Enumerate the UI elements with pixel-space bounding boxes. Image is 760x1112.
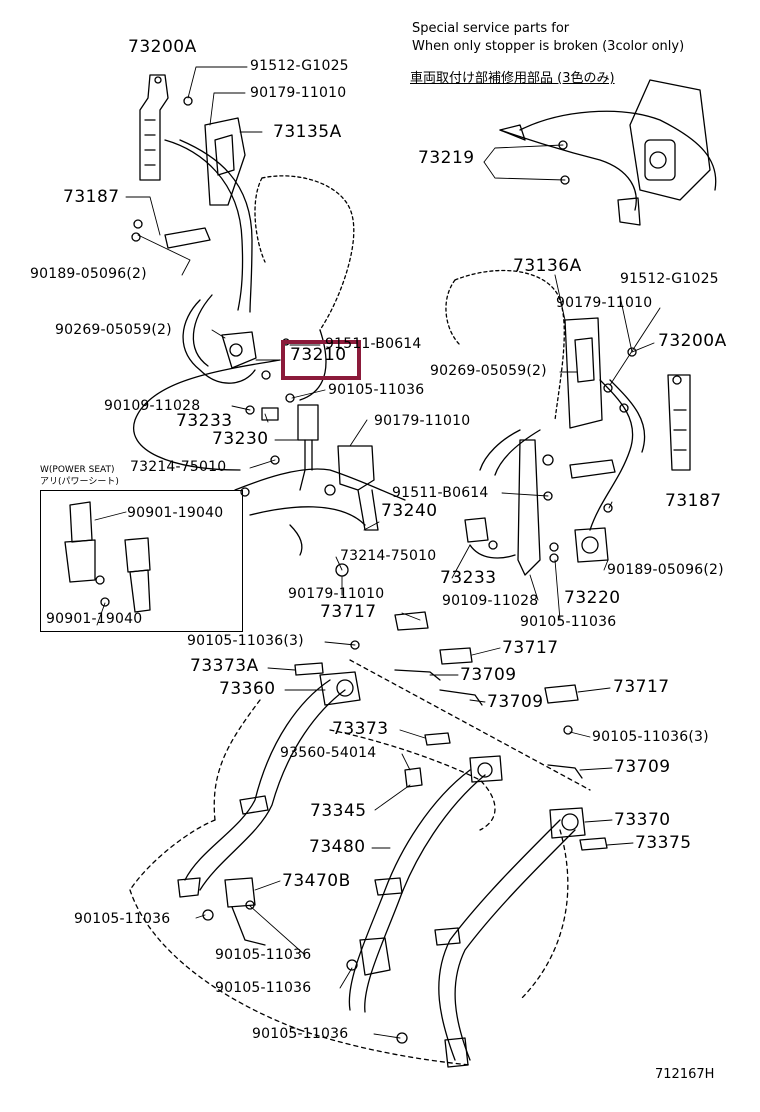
part-label-90269-left[interactable]: 90269-05059(2) [55, 322, 172, 338]
highlight-box [281, 340, 361, 380]
part-label-73200a-left[interactable]: 73200A [128, 37, 197, 57]
part-label-73214-center[interactable]: 73214-75010 [340, 548, 437, 564]
part-label-73375[interactable]: 73375 [635, 833, 692, 853]
part-label-90179-left-3[interactable]: 90179-11010 [288, 586, 385, 602]
part-label-73373a[interactable]: 73373A [190, 656, 259, 676]
part-label-73717-c[interactable]: 73717 [613, 677, 670, 697]
part-label-90109-center[interactable]: 90109-11028 [442, 593, 539, 609]
part-label-90105-b4[interactable]: 90105-11036 [252, 1026, 349, 1042]
inset-title-line1: W(POWER SEAT) [40, 465, 115, 475]
part-label-90105-left-1[interactable]: 90105-11036 [328, 382, 425, 398]
part-label-73709-a[interactable]: 73709 [460, 665, 517, 685]
part-label-93560[interactable]: 93560-54014 [280, 745, 377, 761]
part-label-90269-right[interactable]: 90269-05059(2) [430, 363, 547, 379]
part-label-90901-inset-b[interactable]: 90901-19040 [46, 611, 143, 627]
part-label-90105-b2[interactable]: 90105-11036 [215, 947, 312, 963]
part-label-73233-left[interactable]: 73233 [176, 411, 233, 431]
part-label-73709-c[interactable]: 73709 [614, 757, 671, 777]
part-label-73345[interactable]: 73345 [310, 801, 367, 821]
part-label-73233-center[interactable]: 73233 [440, 568, 497, 588]
part-label-73470b[interactable]: 73470B [282, 871, 351, 891]
part-label-73373[interactable]: 73373 [332, 719, 389, 739]
part-label-90105-3-b[interactable]: 90105-11036(3) [592, 729, 709, 745]
part-label-90105-3-a[interactable]: 90105-11036(3) [187, 633, 304, 649]
part-label-73240[interactable]: 73240 [381, 501, 438, 521]
part-label-73187-right[interactable]: 73187 [665, 491, 722, 511]
part-label-90179-right[interactable]: 90179-11010 [556, 295, 653, 311]
part-label-90179-left-2[interactable]: 90179-11010 [374, 413, 471, 429]
part-label-73187-left[interactable]: 73187 [63, 187, 120, 207]
part-label-91511-left[interactable]: 91511-B0614 [325, 336, 422, 352]
part-label-73717-b[interactable]: 73717 [502, 638, 559, 658]
part-label-73135a[interactable]: 73135A [273, 122, 342, 142]
part-label-91511-right[interactable]: 91511-B0614 [392, 485, 489, 501]
part-label-73214-left[interactable]: 73214-75010 [130, 459, 227, 475]
part-label-73717-a[interactable]: 73717 [320, 602, 377, 622]
part-label-90189-right[interactable]: 90189-05096(2) [607, 562, 724, 578]
part-label-73210[interactable]: 73210 [290, 345, 347, 365]
part-label-90179-left-1[interactable]: 90179-11010 [250, 85, 347, 101]
part-label-90109-left[interactable]: 90109-11028 [104, 398, 201, 414]
part-label-73230[interactable]: 73230 [212, 429, 269, 449]
part-label-73370[interactable]: 73370 [614, 810, 671, 830]
part-label-73480[interactable]: 73480 [309, 837, 366, 857]
part-label-73200a-right[interactable]: 73200A [658, 331, 727, 351]
part-label-90189-left[interactable]: 90189-05096(2) [30, 266, 147, 282]
inset-power-seat-box [40, 490, 243, 632]
note-line2: When only stopper is broken (3color only… [412, 39, 685, 54]
diagram-id: 712167H [655, 1067, 715, 1082]
part-label-73219[interactable]: 73219 [418, 148, 475, 168]
part-label-73136a[interactable]: 73136A [513, 256, 582, 276]
part-label-90105-b3[interactable]: 90105-11036 [215, 980, 312, 996]
inset-title-line2: アリ(パワーシート) [40, 477, 119, 487]
part-label-90901-inset-a[interactable]: 90901-19040 [127, 505, 224, 521]
part-label-91512-left[interactable]: 91512-G1025 [250, 58, 349, 74]
part-label-90105-b1[interactable]: 90105-11036 [74, 911, 171, 927]
part-label-90105-right-1[interactable]: 90105-11036 [520, 614, 617, 630]
part-label-91512-right[interactable]: 91512-G1025 [620, 271, 719, 287]
note-line3: 車両取付け部補修用部品 (3色のみ) [410, 71, 615, 86]
part-label-73220[interactable]: 73220 [564, 588, 621, 608]
part-label-73360[interactable]: 73360 [219, 679, 276, 699]
part-label-73709-b[interactable]: 73709 [487, 692, 544, 712]
note-line1: Special service parts for [412, 21, 570, 36]
